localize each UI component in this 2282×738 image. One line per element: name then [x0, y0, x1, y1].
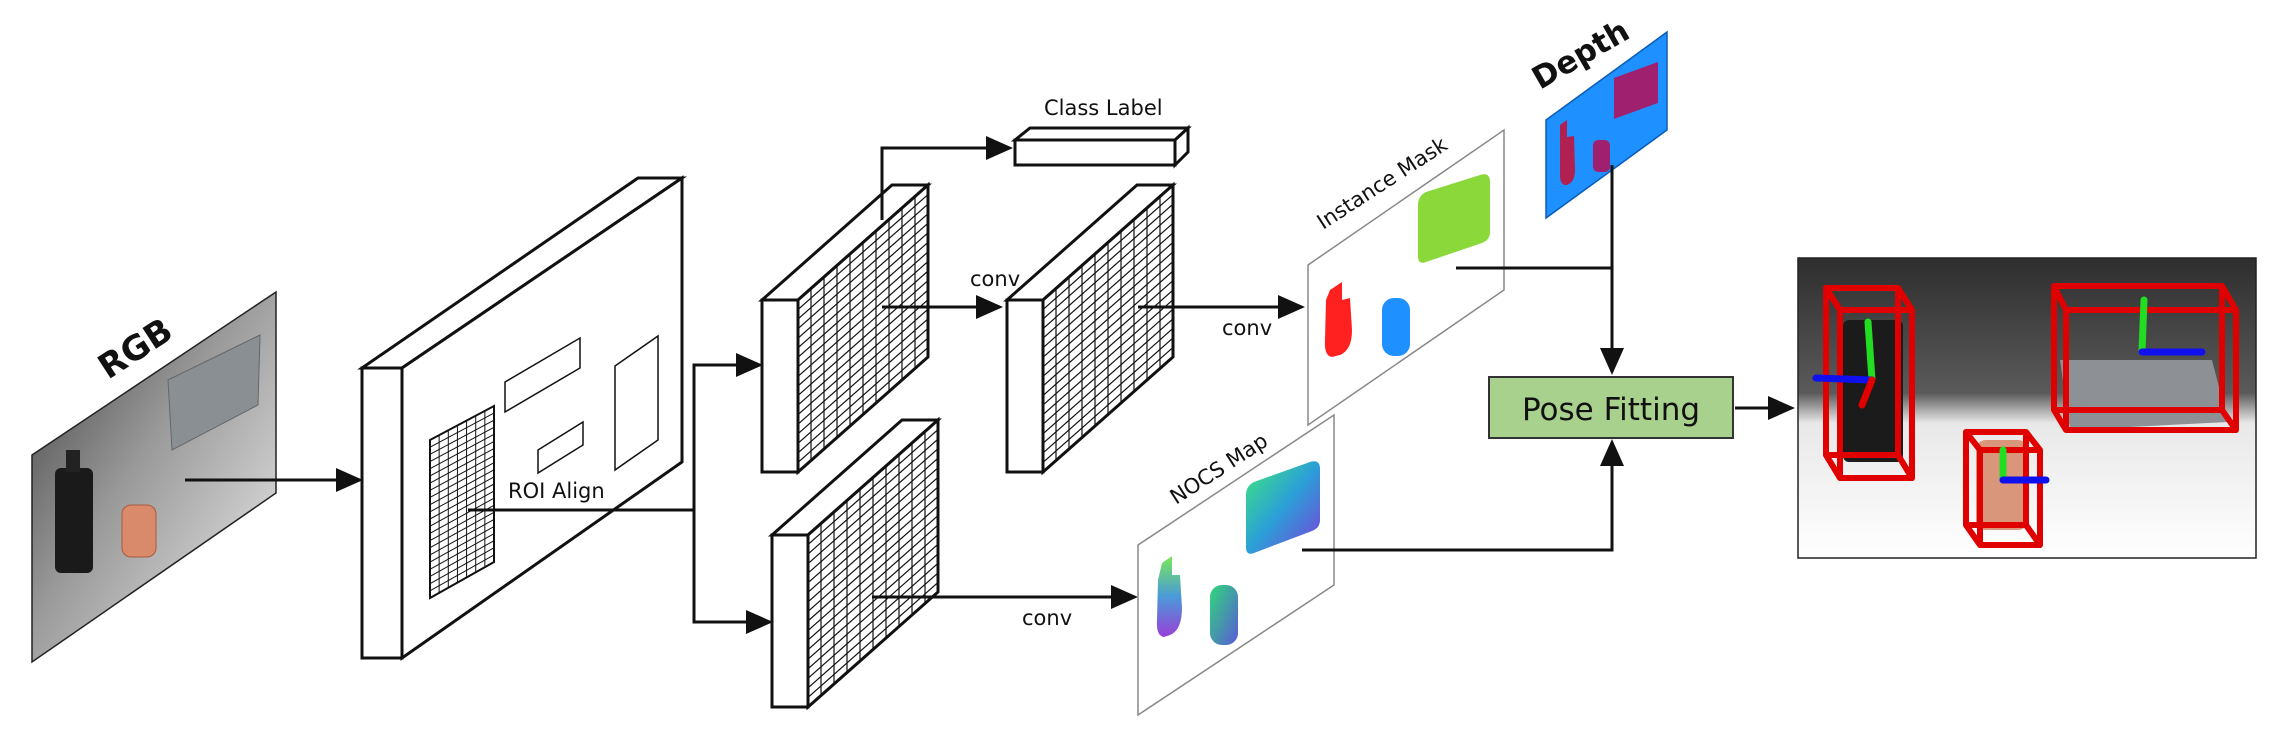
- arrow-to-upper-head: [692, 353, 763, 510]
- arrow-to-class-label: [880, 136, 1013, 220]
- nocs-laptop: [1246, 461, 1320, 554]
- class-label-text: Class Label: [1044, 96, 1163, 120]
- roi-grid: [429, 404, 495, 600]
- conv-label-mask: conv: [1222, 316, 1272, 340]
- rgb-image: [31, 290, 277, 664]
- backbone-feature-block: [357, 175, 687, 661]
- arrow-to-lower-head: [692, 510, 773, 634]
- pose-output-image: [1797, 257, 2257, 559]
- nocs-map-panel: [1137, 413, 1335, 717]
- arrow-nocs-to-pose: [1302, 439, 1624, 552]
- nocs-bottle: [1156, 556, 1182, 637]
- pose-fitting-box: [1488, 376, 1734, 439]
- conv-label-nocs: conv: [1022, 606, 1072, 630]
- class-label-box: [1010, 124, 1192, 169]
- mask-laptop-green: [1418, 174, 1490, 263]
- second-head-feature-block: [1003, 181, 1177, 476]
- lower-head-feature-block: [768, 416, 942, 711]
- pose-fitting-label: Pose Fitting: [1522, 392, 1700, 428]
- nocs-mug: [1210, 585, 1238, 645]
- mask-bottle-red: [1324, 282, 1352, 357]
- conv-label-upper: conv: [970, 267, 1020, 291]
- instance-mask-panel: [1307, 128, 1505, 427]
- upper-head-feature-block: [758, 181, 932, 476]
- roi-align-label: ROI Align: [508, 479, 605, 503]
- mask-mug-blue: [1382, 298, 1410, 356]
- depth-image: [1545, 30, 1668, 220]
